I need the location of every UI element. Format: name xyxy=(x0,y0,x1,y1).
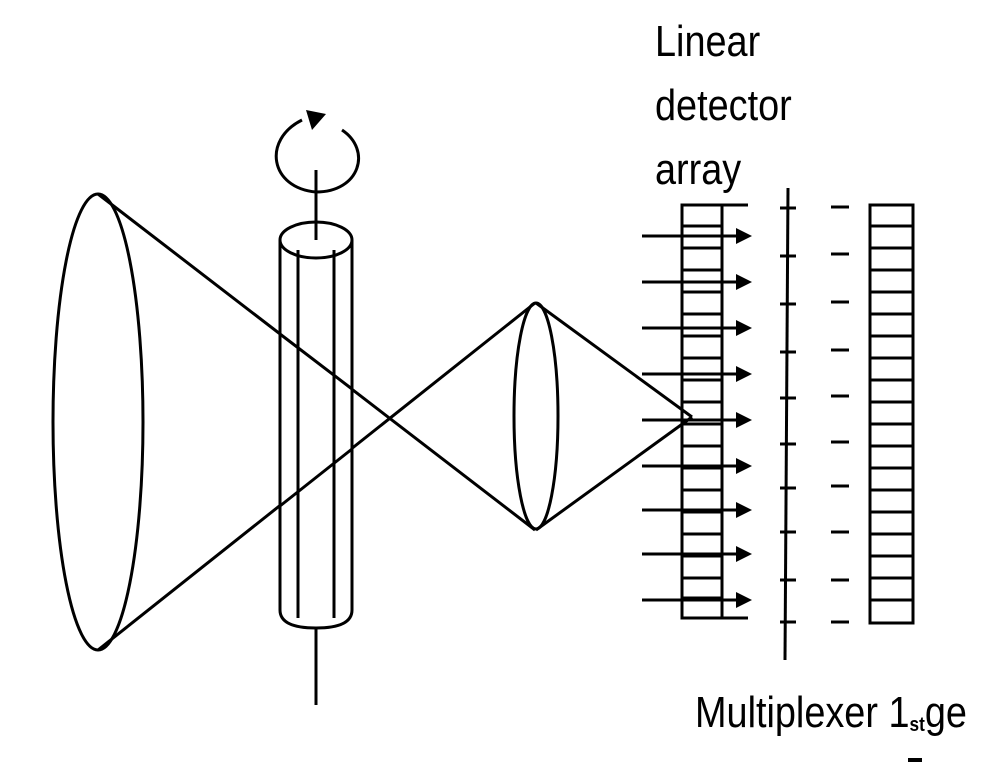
ray-upper-converging xyxy=(536,303,692,417)
multiplexer-label-text: Multiplexer 1 xyxy=(695,688,910,737)
output-register xyxy=(870,205,913,623)
ray-lower-converging xyxy=(536,417,692,530)
ray-lower-front xyxy=(280,449,352,506)
signal-dashes xyxy=(831,207,849,622)
objective-lens xyxy=(53,194,143,650)
rotating-scanner-cylinder xyxy=(280,170,352,705)
focusing-lens xyxy=(514,303,558,529)
detector-label-line1: Linear xyxy=(655,17,761,66)
multiplexer-label: Multiplexer 1stge xyxy=(695,688,967,750)
multiplexer-label-ordinal: st xyxy=(909,714,925,736)
multiplexer-label-trailing: ge xyxy=(924,688,967,737)
multiplexer-bus xyxy=(780,188,796,660)
linear-detector-array xyxy=(682,205,748,618)
ray-upper-front xyxy=(280,334,352,389)
detector-label: Linear detector array xyxy=(655,10,792,202)
detector-label-line2: detector xyxy=(655,81,792,130)
detector-output-arrows xyxy=(642,228,752,608)
rotation-arrow-icon xyxy=(276,110,358,192)
detector-label-line3: array xyxy=(655,145,742,194)
